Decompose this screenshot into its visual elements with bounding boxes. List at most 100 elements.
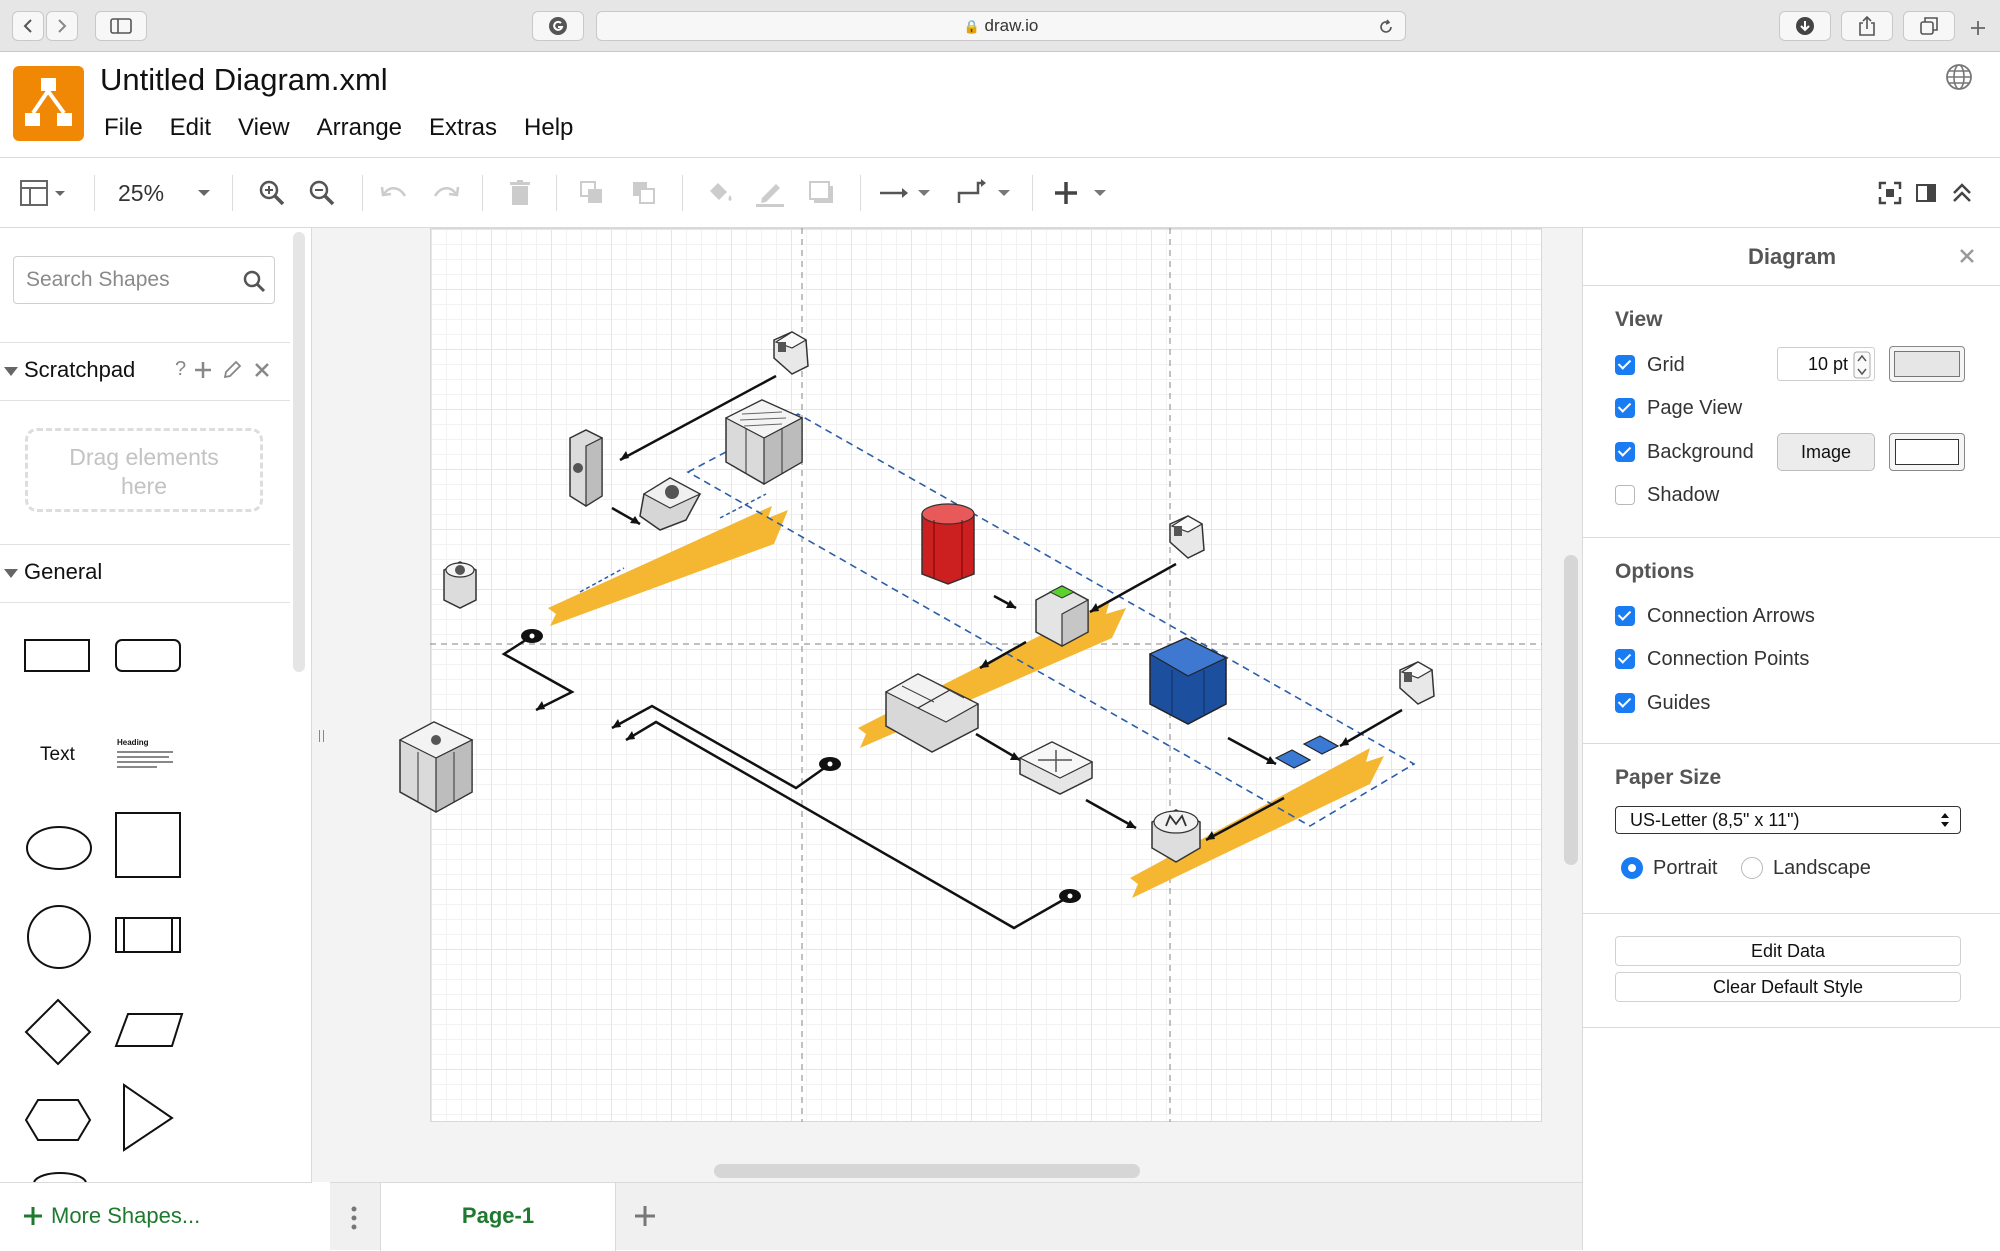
- globe-icon[interactable]: [1944, 62, 1974, 92]
- delete-button[interactable]: [500, 158, 540, 228]
- shape-parallelogram[interactable]: [112, 1004, 184, 1054]
- document-title[interactable]: Untitled Diagram.xml: [100, 62, 388, 97]
- node-app-server[interactable]: [1035, 585, 1089, 648]
- shadow-checkbox[interactable]: Shadow: [1615, 480, 1719, 510]
- diagram-page[interactable]: [430, 228, 1542, 1122]
- shadow-button[interactable]: [802, 158, 842, 228]
- share-button[interactable]: [1841, 11, 1893, 41]
- menu-help[interactable]: Help: [524, 114, 574, 141]
- background-color-swatch[interactable]: [1889, 433, 1965, 471]
- pencil-icon[interactable]: [221, 359, 243, 381]
- guides-checkbox[interactable]: Guides: [1615, 688, 1710, 718]
- forward-button[interactable]: [46, 11, 78, 41]
- node-building-blue[interactable]: [1148, 637, 1228, 725]
- grid-checkbox[interactable]: Grid: [1615, 350, 1685, 380]
- extension-button[interactable]: [532, 11, 584, 41]
- plus-icon[interactable]: [193, 360, 213, 380]
- background-image-button[interactable]: Image: [1777, 433, 1875, 471]
- undo-button[interactable]: [374, 158, 414, 228]
- more-shapes-button[interactable]: More Shapes...: [0, 1182, 312, 1250]
- page-view-checkbox[interactable]: Page View: [1615, 393, 1742, 423]
- shape-heading-textbox[interactable]: Heading: [117, 738, 179, 778]
- reload-icon[interactable]: [1377, 18, 1395, 36]
- menu-file[interactable]: File: [104, 114, 143, 141]
- zoom-out-button[interactable]: [302, 158, 342, 228]
- collapse-toolbar-button[interactable]: [1944, 158, 1980, 228]
- menu-view[interactable]: View: [238, 114, 290, 141]
- shape-text[interactable]: Text: [40, 744, 75, 765]
- edit-data-button[interactable]: Edit Data: [1615, 936, 1961, 966]
- node-user-top[interactable]: [773, 331, 809, 375]
- connection-style-dropdown[interactable]: [876, 158, 936, 228]
- close-icon[interactable]: [253, 361, 271, 379]
- shape-hexagon[interactable]: [22, 1090, 94, 1150]
- address-bar[interactable]: 🔒 draw.io: [596, 11, 1406, 41]
- fullscreen-button[interactable]: [1872, 158, 1908, 228]
- tabs-overview-button[interactable]: [1903, 11, 1955, 41]
- node-switch[interactable]: [1018, 741, 1094, 795]
- back-button[interactable]: [12, 11, 44, 41]
- connection-arrows-checkbox[interactable]: Connection Arrows: [1615, 601, 1815, 631]
- connection-points-checkbox[interactable]: Connection Points: [1615, 644, 1809, 674]
- scratchpad-drop-zone[interactable]: Drag elements here: [25, 428, 263, 512]
- landscape-radio[interactable]: Landscape: [1741, 854, 1871, 882]
- shape-square[interactable]: [112, 810, 184, 882]
- diagram-drawing[interactable]: [330, 228, 1582, 1182]
- node-server-tower[interactable]: [569, 429, 603, 508]
- scratchpad-help-button[interactable]: ?: [175, 358, 187, 380]
- horizontal-scrollbar[interactable]: [714, 1164, 1140, 1178]
- format-toggle-button[interactable]: [1908, 158, 1944, 228]
- search-icon[interactable]: [242, 269, 266, 293]
- paper-size-select[interactable]: US-Letter (8,5" x 11"): [1615, 806, 1961, 834]
- shape-ellipse[interactable]: [20, 818, 92, 878]
- search-input[interactable]: [26, 257, 236, 303]
- redo-button[interactable]: [426, 158, 466, 228]
- node-user-right[interactable]: [1399, 661, 1435, 705]
- tab-page-1[interactable]: Page-1: [380, 1183, 616, 1251]
- node-datacenter[interactable]: [724, 399, 804, 486]
- shape-process[interactable]: [112, 910, 184, 960]
- close-icon[interactable]: [1958, 247, 1976, 265]
- shape-triangle[interactable]: [112, 1080, 184, 1156]
- clear-default-style-button[interactable]: Clear Default Style: [1615, 972, 1961, 1002]
- vertical-scrollbar[interactable]: [1564, 555, 1578, 865]
- new-tab-button[interactable]: [1968, 18, 1996, 52]
- sidebar-splitter[interactable]: [312, 228, 330, 1182]
- downloads-button[interactable]: [1779, 11, 1831, 41]
- diagram-canvas[interactable]: [330, 228, 1582, 1182]
- node-router-pyramid[interactable]: [639, 477, 702, 531]
- shape-diamond[interactable]: [22, 996, 94, 1068]
- insert-dropdown[interactable]: [1050, 158, 1110, 228]
- zoom-dropdown[interactable]: 25%: [108, 158, 218, 228]
- background-checkbox[interactable]: Background: [1615, 437, 1754, 467]
- portrait-radio[interactable]: Portrait: [1621, 854, 1717, 882]
- node-small-server[interactable]: [443, 561, 477, 609]
- menu-edit[interactable]: Edit: [169, 114, 212, 141]
- to-front-button[interactable]: [572, 158, 612, 228]
- zoom-in-button[interactable]: [252, 158, 292, 228]
- node-datacenter-left[interactable]: [398, 721, 474, 814]
- general-header[interactable]: General: [0, 544, 290, 602]
- node-blue-chips[interactable]: [1274, 735, 1340, 769]
- format-panel-toggle[interactable]: [12, 158, 72, 228]
- fill-color-button[interactable]: [700, 158, 740, 228]
- waypoints-dropdown[interactable]: [954, 158, 1014, 228]
- scratchpad-header[interactable]: Scratchpad ?: [0, 342, 290, 400]
- menu-extras[interactable]: Extras: [429, 114, 498, 141]
- sidebar-scrollbar[interactable]: [293, 232, 305, 672]
- sidebar-toggle-button[interactable]: [95, 11, 147, 41]
- node-user-mid[interactable]: [1169, 515, 1205, 559]
- node-storage-cluster[interactable]: [884, 673, 980, 753]
- grid-size-stepper[interactable]: 10 pt: [1777, 347, 1875, 381]
- node-gateway-m[interactable]: [1151, 809, 1201, 863]
- node-database-red[interactable]: [921, 503, 975, 585]
- stepper-arrows-icon[interactable]: [1853, 351, 1871, 379]
- shape-circle[interactable]: [22, 900, 94, 972]
- add-page-icon[interactable]: [632, 1203, 658, 1229]
- shape-rounded-rectangle[interactable]: [110, 634, 182, 674]
- line-color-button[interactable]: [750, 158, 790, 228]
- page-menu-icon[interactable]: [350, 1205, 358, 1231]
- to-back-button[interactable]: [624, 158, 664, 228]
- grid-color-swatch[interactable]: [1889, 346, 1965, 382]
- shape-rectangle[interactable]: [20, 634, 92, 674]
